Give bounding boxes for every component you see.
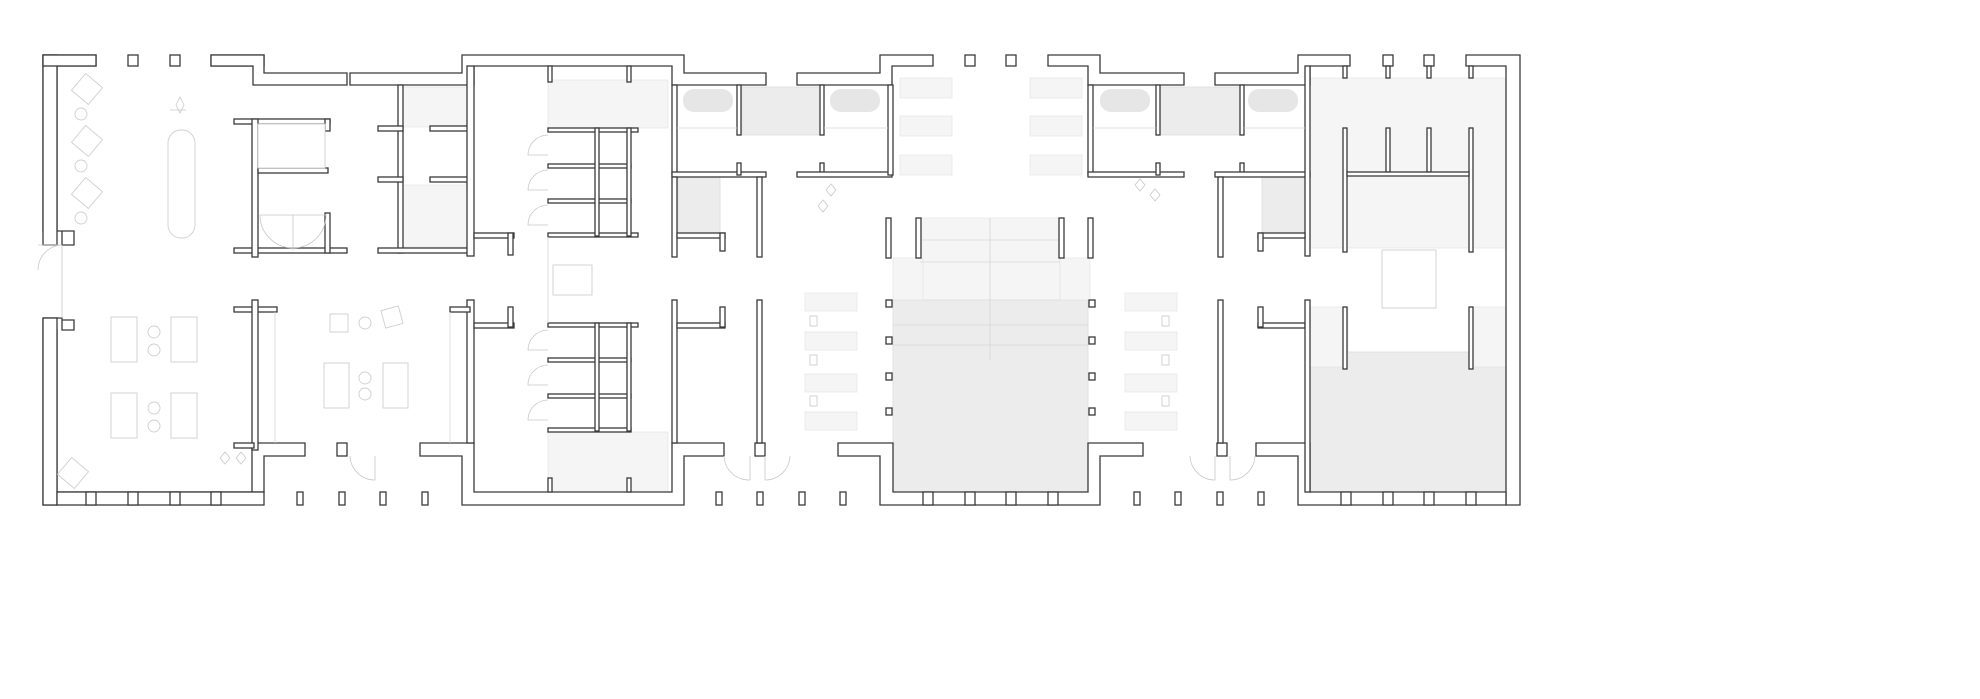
bed xyxy=(1124,331,1178,351)
armchair xyxy=(56,456,90,490)
bathtub xyxy=(1248,89,1298,112)
armchair xyxy=(70,124,104,158)
sofa xyxy=(323,362,350,409)
tiled-wc-lower xyxy=(547,431,669,493)
long-table xyxy=(167,129,196,239)
bathtub xyxy=(830,89,880,112)
sofa xyxy=(170,316,198,363)
bed xyxy=(804,373,858,393)
tiled-wc-left xyxy=(399,86,468,128)
bed xyxy=(804,292,858,312)
bed xyxy=(1029,154,1083,176)
bed xyxy=(804,411,858,431)
armchair xyxy=(329,313,349,333)
entrance-door xyxy=(37,244,63,318)
bed xyxy=(1124,373,1178,393)
shaded-room-1 xyxy=(741,86,821,136)
bed xyxy=(1029,115,1083,137)
atrium-side-stair-left xyxy=(892,257,924,301)
tiled-wc-upper xyxy=(547,79,669,129)
bathtub xyxy=(1100,89,1150,112)
shaded-closet-1 xyxy=(677,176,721,234)
right-lower-shaded xyxy=(1309,351,1507,493)
table xyxy=(1381,249,1437,309)
armchair xyxy=(70,176,104,210)
shaded-room-2 xyxy=(1159,86,1241,136)
tiled-wc-left-2 xyxy=(399,184,468,248)
bed xyxy=(804,331,858,351)
furniture xyxy=(56,72,1437,490)
bed xyxy=(1029,77,1083,99)
atrium-floor xyxy=(892,299,1089,493)
interior-walls xyxy=(233,65,1474,493)
table xyxy=(552,264,593,296)
sofa xyxy=(110,392,138,439)
bed xyxy=(899,115,953,137)
sofa xyxy=(110,316,138,363)
sofa xyxy=(170,392,198,439)
atrium-side-stair-right xyxy=(1059,257,1091,301)
bed xyxy=(1124,411,1178,431)
bed xyxy=(899,154,953,176)
spiral-stair xyxy=(259,214,327,250)
plant xyxy=(219,451,247,465)
atrium-lines xyxy=(893,218,1088,360)
right-upper-tiled xyxy=(1309,77,1507,249)
doors xyxy=(37,134,1256,481)
armchair xyxy=(70,72,104,106)
plant xyxy=(1134,178,1161,202)
bed xyxy=(899,77,953,99)
shaded-closet-2 xyxy=(1261,176,1306,234)
exterior-walls xyxy=(42,54,1521,506)
bed xyxy=(1124,292,1178,312)
side-table xyxy=(74,107,88,121)
bathtub xyxy=(683,89,733,112)
armchair xyxy=(380,305,404,329)
plant xyxy=(817,183,837,213)
bath-block xyxy=(257,123,326,169)
side-table xyxy=(74,159,88,173)
side-table xyxy=(74,211,88,225)
right-lower-tiles-right xyxy=(1471,306,1507,368)
right-lower-tiles-left xyxy=(1309,306,1349,368)
shaded-areas xyxy=(399,77,1507,493)
sofa xyxy=(382,362,409,409)
plant xyxy=(170,96,186,114)
